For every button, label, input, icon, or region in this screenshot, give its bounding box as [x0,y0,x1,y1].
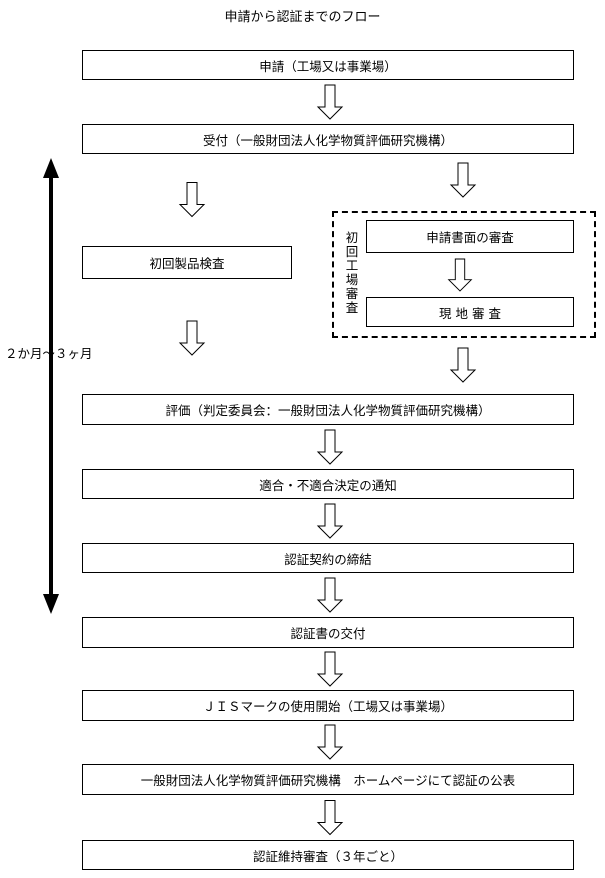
factory-audit-label: 初 回 工 場 審 査 [345,230,359,315]
arrow-receive-to-inspection [179,181,205,218]
arrow-receive-to-document [450,162,476,198]
evaluation-step: 評価（判定委員会：一般財団法人化学物質評価研究機構） [82,394,574,425]
arrow-onsite-to-evaluation [450,347,476,383]
arrow-jis-to-publication [317,724,343,760]
maintenance-step: 認証維持審査（３年ごと） [82,840,574,870]
arrow-apply-to-receive [317,84,343,120]
arrow-document-to-onsite [448,258,472,292]
receive-step: 受付（一般財団法人化学物質評価研究機構） [82,124,574,154]
arrow-contract-to-certificate [317,577,343,613]
arrow-certificate-to-jis [317,651,343,687]
certificate-step: 認証書の交付 [82,617,574,648]
page-title: 申請から認証までのフロー [224,10,381,25]
document-review-step: 申請書面の審査 [366,220,574,253]
arrow-publication-to-maintenance [317,799,343,836]
contract-step: 認証契約の締結 [82,543,574,573]
initial-inspection-step: 初回製品検査 [82,246,292,279]
onsite-audit-step: 現 地 審 査 [366,297,574,327]
notification-step: 適合・不適合決定の通知 [82,469,574,499]
jis-mark-step: ＪＩＳマークの使用開始（工場又は事業場） [82,690,574,721]
factory-audit-group [332,211,596,338]
duration-label: ２か月〜３ヶ月 [5,346,93,361]
apply-step: 申請（工場又は事業場） [82,50,574,80]
arrow-notification-to-contract [317,503,343,539]
arrow-evaluation-to-notification [317,429,343,465]
publication-step: 一般財団法人化学物質評価研究機構 ホームページにて認証の公表 [82,764,574,795]
duration-double-arrow [43,158,59,614]
arrow-inspection-to-evaluation [178,319,206,357]
